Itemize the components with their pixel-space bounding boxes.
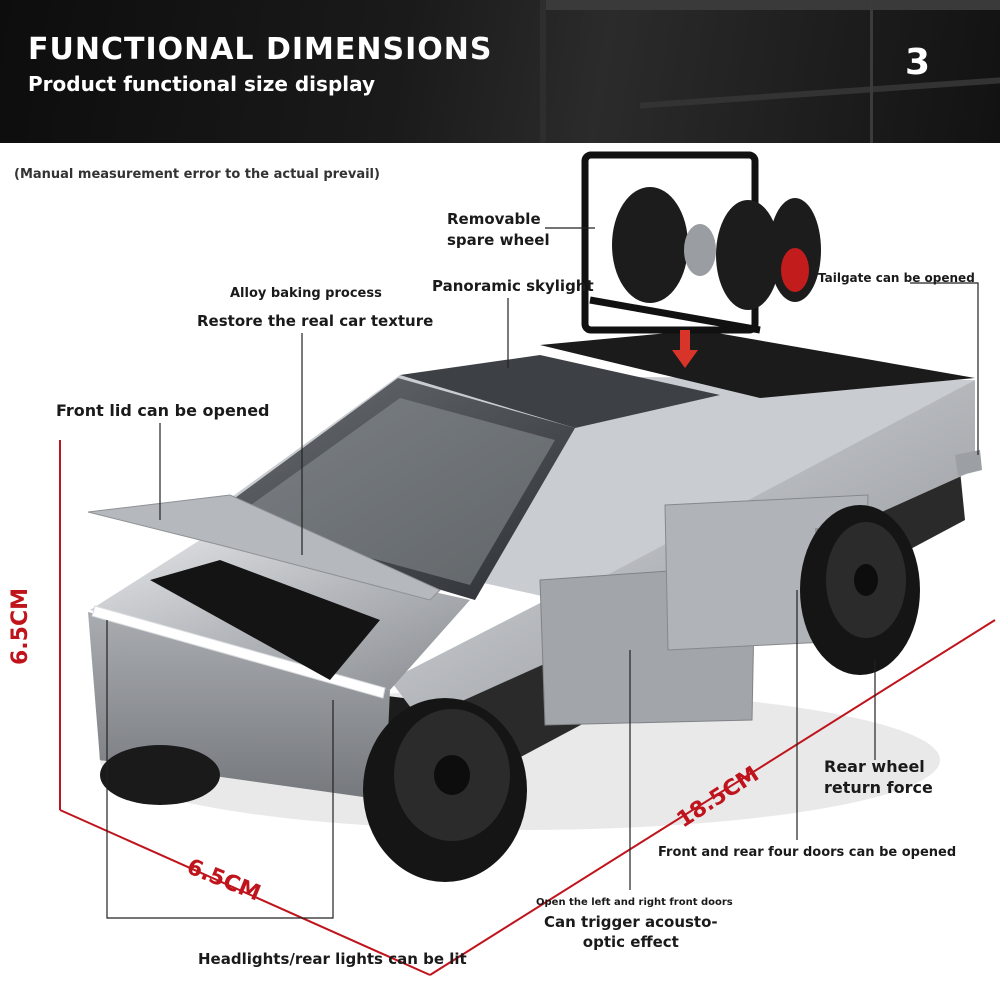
dimension-lines [59,440,996,976]
spare-wheel-rack [581,151,821,334]
front-wheel [363,698,527,882]
callout-lights: Headlights/rear lights can be lit [198,950,467,968]
callout-rear-wheel: Rear wheel return force [824,757,933,797]
down-arrow-icon [672,330,698,368]
page-number: 3 [905,42,931,83]
callout-spare-wheel: Removable spare wheel [447,210,550,249]
banner-decor-line [870,0,873,143]
callout-panoramic-skylight: Panoramic skylight [432,277,594,295]
callout-four-doors: Front and rear four doors can be opened [658,845,957,860]
dimension-height-label: 6.5CM [8,587,33,665]
callout-alloy-baking: Alloy baking process [230,286,382,301]
header-banner: FUNCTIONAL DIMENSIONS Product functional… [0,0,1000,143]
callout-lines [106,227,979,919]
callout-acousto-optic: Can trigger acousto- optic effect [544,913,718,951]
page-subtitle: Product functional size display [28,72,376,96]
page-title: FUNCTIONAL DIMENSIONS [28,32,493,67]
rear-wheel [800,505,920,675]
callout-restore-texture: Restore the real car texture [197,312,434,330]
callout-tailgate: Tailgate can be opened [818,271,975,285]
banner-decor-shelf [540,0,1000,10]
callout-front-lid: Front lid can be opened [56,401,270,420]
banner-decor-post [540,0,546,143]
measurement-note: (Manual measurement error to the actual … [14,167,380,182]
callout-front-doors-small: Open the left and right front doors [536,897,733,908]
front-left-wheel [100,745,220,805]
